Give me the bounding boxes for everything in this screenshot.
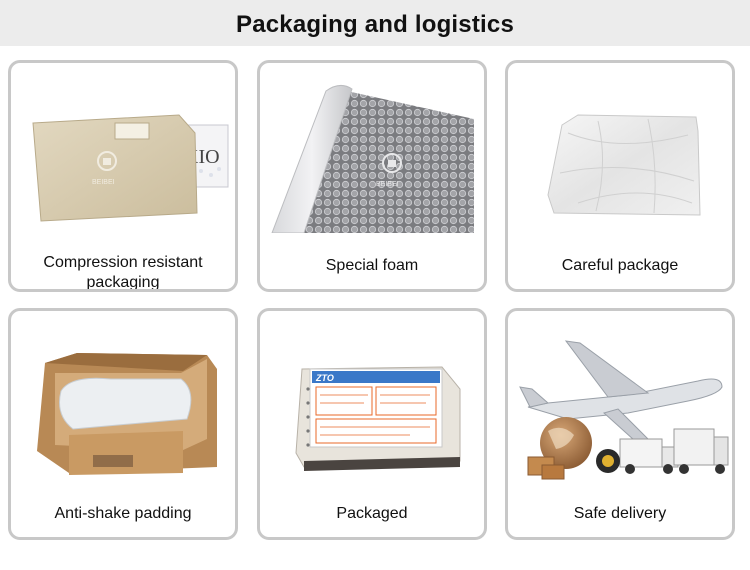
card-safe-delivery: Safe delivery: [505, 308, 735, 540]
page-title: Packaging and logistics: [235, 11, 514, 38]
card-label: Anti-shake padding: [54, 505, 192, 522]
card-compression-packaging: XIO BEIBEI Compression resistant packagi…: [8, 60, 238, 292]
padded-envelope-icon: XIO BEIBEI: [32, 114, 229, 222]
wrapped-parcel-icon: [547, 114, 701, 216]
card-special-foam: BEIBEI Special foam: [257, 60, 487, 292]
airplane-truck-globe-icon: [519, 340, 729, 480]
bubble-wrap-roll-icon: BEIBEI: [271, 85, 474, 233]
card-packaged: ZTO Packaged: [257, 308, 487, 540]
card-label: Special foam: [325, 257, 419, 274]
card-careful-package: Careful package: [505, 60, 735, 292]
card-anti-shake-padding: Anti-shake padding: [8, 308, 238, 540]
card-label: Packaged: [336, 505, 408, 522]
svg-text:BEIBEI: BEIBEI: [92, 179, 115, 186]
page-header: Packaging and logistics: [0, 0, 750, 46]
svg-text:ZTO: ZTO: [315, 373, 334, 383]
open-box-icon: [37, 353, 217, 475]
svg-text:BEIBEI: BEIBEI: [376, 181, 399, 188]
card-label: Compression resistant packaging: [43, 254, 203, 291]
card-label: Safe delivery: [573, 505, 667, 522]
shipping-label-box-icon: ZTO: [295, 366, 461, 471]
card-label: Careful package: [561, 257, 679, 274]
